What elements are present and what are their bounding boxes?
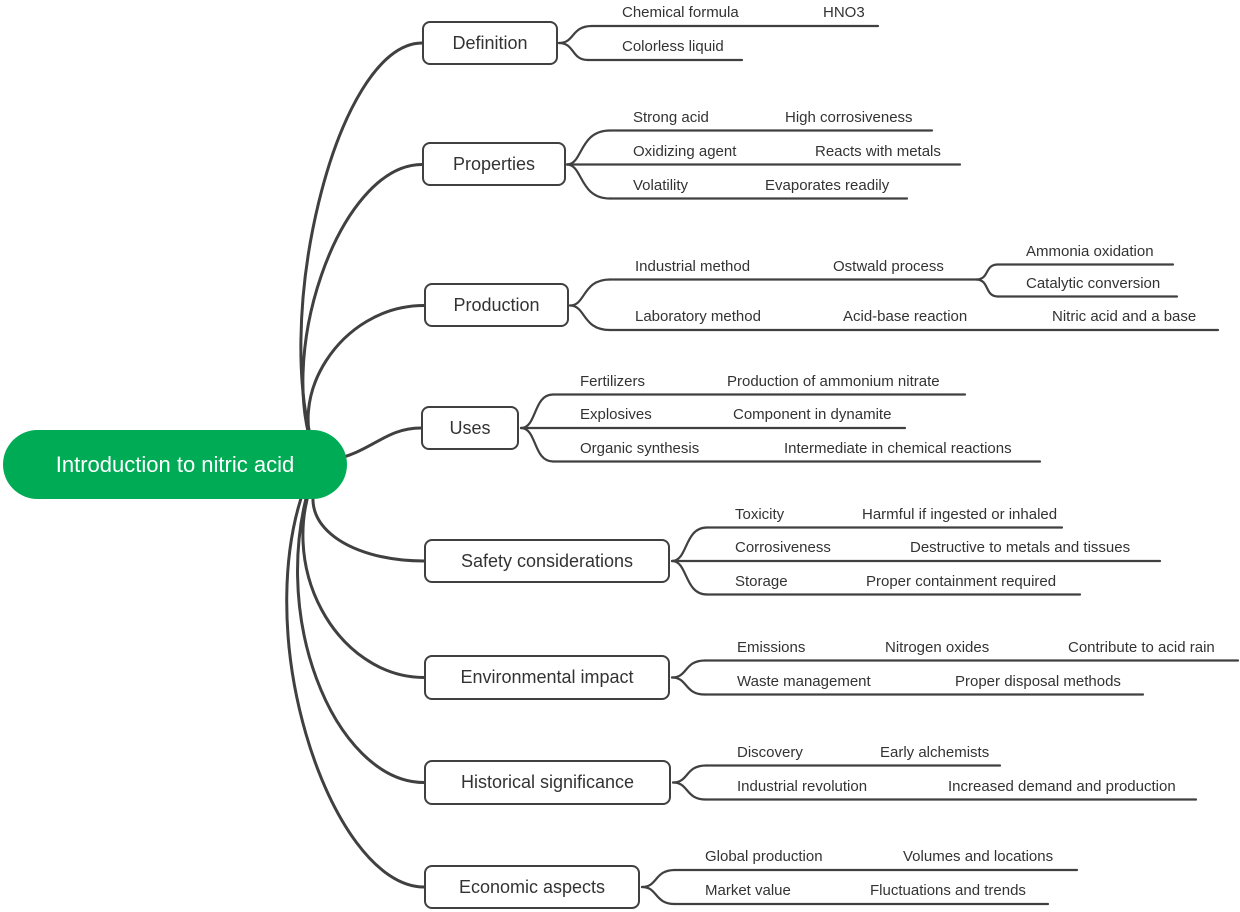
fork-curve: [670, 559, 709, 596]
subtopic-volumes-and-locations[interactable]: Volumes and locations: [903, 848, 1054, 865]
subtopic-market-value[interactable]: Market value: [705, 882, 791, 899]
link-root-historical: [296, 464, 426, 784]
subtopic-waste-management[interactable]: Waste management: [737, 673, 871, 690]
topic-economic-aspects[interactable]: Economic aspects: [424, 865, 640, 909]
subtopic-organic-synthesis[interactable]: Organic synthesis: [580, 440, 700, 457]
subtopic-destructive-to-metals-and-tissues[interactable]: Destructive to metals and tissues: [910, 539, 1131, 556]
subtopic-reacts-with-metals[interactable]: Reacts with metals: [815, 143, 941, 160]
fork-curve: [568, 304, 612, 332]
subtopic-fluctuations-and-trends[interactable]: Fluctuations and trends: [870, 882, 1026, 899]
subtopic-proper-containment-required[interactable]: Proper containment required: [866, 573, 1057, 590]
topic-historical-significance[interactable]: Historical significance: [424, 760, 671, 805]
environmental-links: [670, 659, 1240, 696]
subtopic-oxidizing-agent[interactable]: Oxidizing agent: [633, 143, 737, 160]
topic-label: Properties: [452, 153, 536, 174]
root-topic[interactable]: Introduction to nitric acid: [3, 430, 347, 499]
link-root-properties: [301, 163, 424, 463]
subtopic-corrosiveness[interactable]: Corrosiveness: [735, 539, 831, 556]
subtopic-global-production[interactable]: Global production: [705, 848, 823, 865]
fork-curve: [557, 41, 590, 62]
fork-curve: [670, 676, 707, 696]
fork-curve: [519, 393, 555, 430]
fork-curve: [640, 868, 677, 889]
subtopic-acid-base-reaction[interactable]: Acid-base reaction: [843, 308, 968, 325]
subtopic-ostwald-process[interactable]: Ostwald process: [833, 258, 944, 275]
fork-curve: [565, 163, 612, 200]
topic-uses[interactable]: Uses: [421, 406, 519, 450]
subtopic-volatility[interactable]: Volatility: [633, 177, 689, 194]
topic-label: Economic aspects: [458, 876, 606, 897]
subtopic-increased-demand-and-production[interactable]: Increased demand and production: [948, 778, 1176, 795]
safety-links: [670, 526, 1162, 596]
fork-curve: [519, 426, 555, 463]
subtopic-catalytic-conversion[interactable]: Catalytic conversion: [1026, 275, 1161, 292]
production-links: [568, 263, 1220, 332]
fork-curve: [670, 526, 709, 563]
subtopic-fertilizers[interactable]: Fertilizers: [580, 373, 646, 390]
subtopic-strong-acid[interactable]: Strong acid: [633, 109, 709, 126]
fork-curve: [557, 24, 594, 45]
subtopic-nitrogen-oxides[interactable]: Nitrogen oxides: [885, 639, 990, 656]
fork-curve: [565, 129, 612, 166]
topic-label: Historical significance: [460, 772, 635, 792]
topic-label: Uses: [449, 417, 491, 438]
topic-label: Environmental impact: [460, 667, 634, 687]
subtopic-toxicity[interactable]: Toxicity: [735, 506, 785, 523]
fork-curve: [974, 263, 1000, 281]
topic-safety-considerations[interactable]: Safety considerations: [424, 539, 670, 583]
subtopic-colorless-liquid[interactable]: Colorless liquid: [622, 38, 724, 55]
topic-label: Safety considerations: [460, 550, 634, 571]
subtopic-production-of-ammonium-nitrate[interactable]: Production of ammonium nitrate: [727, 373, 940, 390]
subtopic-discovery[interactable]: Discovery: [737, 744, 803, 761]
link-root-environmental: [301, 466, 426, 679]
subtopic-industrial-revolution[interactable]: Industrial revolution: [737, 778, 868, 795]
link-root-definition: [299, 41, 424, 462]
subtopic-explosives[interactable]: Explosives: [580, 406, 652, 423]
subtopic-industrial-method[interactable]: Industrial method: [635, 258, 751, 275]
subtopic-emissions[interactable]: Emissions: [737, 639, 806, 656]
fork-curve: [640, 885, 677, 906]
definition-links: [557, 24, 880, 62]
subtopic-storage[interactable]: Storage: [735, 573, 788, 590]
subtopic-ammonia-oxidation[interactable]: Ammonia oxidation: [1026, 243, 1154, 260]
topic-definition[interactable]: Definition: [422, 21, 558, 65]
topic-label: Production: [453, 294, 540, 315]
subtopic-early-alchemists[interactable]: Early alchemists: [880, 744, 990, 761]
subtopic-hno3[interactable]: HNO3: [823, 4, 865, 21]
subtopic-harmful-if-ingested-or-inhaled[interactable]: Harmful if ingested or inhaled: [862, 506, 1058, 523]
subtopic-nitric-acid-and-a-base[interactable]: Nitric acid and a base: [1052, 308, 1197, 325]
fork-curve: [671, 781, 708, 801]
subtopic-chemical-formula[interactable]: Chemical formula: [622, 4, 739, 21]
fork-curve: [568, 278, 612, 307]
economic-links: [640, 868, 1079, 906]
link-root-economic: [285, 463, 426, 889]
topic-label: Definition: [452, 32, 528, 53]
topic-environmental-impact[interactable]: Environmental impact: [424, 655, 670, 700]
subtopic-laboratory-method[interactable]: Laboratory method: [635, 308, 761, 325]
fork-curve: [670, 659, 707, 679]
subtopic-evaporates-readily[interactable]: Evaporates readily: [765, 177, 890, 194]
properties-links: [565, 129, 962, 200]
subtopic-contribute-to-acid-rain[interactable]: Contribute to acid rain: [1068, 639, 1215, 656]
subtopic-proper-disposal-methods[interactable]: Proper disposal methods: [955, 673, 1121, 690]
topic-properties[interactable]: Properties: [422, 142, 566, 186]
fork-curve: [974, 278, 1000, 298]
subtopic-high-corrosiveness[interactable]: High corrosiveness: [785, 109, 913, 126]
fork-curve: [671, 764, 708, 784]
subtopic-intermediate-in-chemical-reactions[interactable]: Intermediate in chemical reactions: [784, 440, 1012, 457]
topic-production[interactable]: Production: [424, 283, 569, 327]
historical-links: [671, 764, 1198, 801]
subtopic-component-in-dynamite[interactable]: Component in dynamite: [733, 406, 892, 423]
root-topic-label: Introduction to nitric acid: [55, 451, 295, 477]
uses-links: [519, 393, 1042, 463]
